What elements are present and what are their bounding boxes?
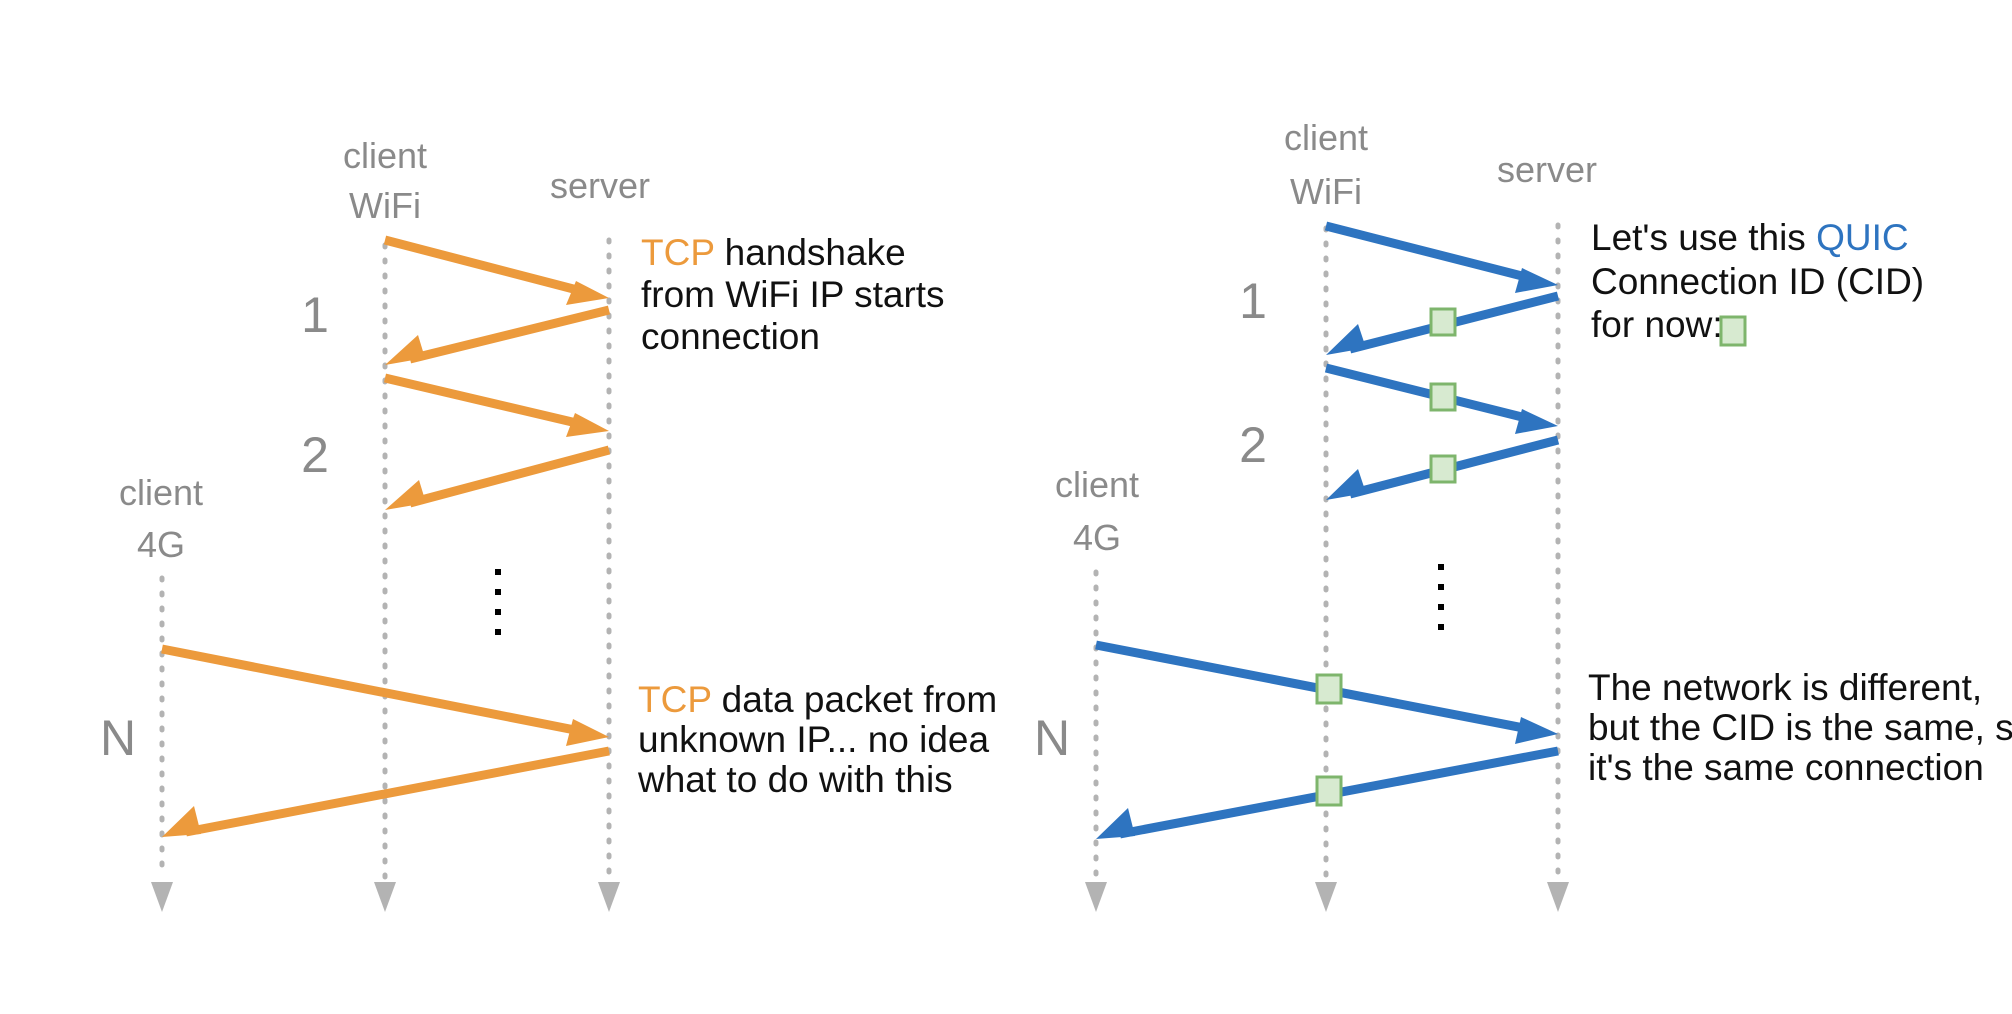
tcp-server-reply-arrow: [162, 746, 610, 837]
quic-cid-note-line-1: Let's use this QUIC: [1591, 217, 1909, 258]
tcp-server-label: server: [550, 165, 650, 206]
quic-4g-arrow: [1095, 640, 1558, 744]
quic-migration-note-line-1: The network is different,: [1588, 667, 1982, 708]
tcp-client-4g-lifeline-end: [151, 882, 173, 912]
tcp-data-note-line-3: what to do with this: [637, 759, 953, 800]
cid-legend-token: [1719, 315, 1747, 347]
quic-step-2: 2: [1239, 417, 1267, 473]
cid-token-1: [1429, 307, 1457, 337]
tcp-panel: client WiFi server client 4G 1 2 N: [100, 135, 997, 912]
tcp-client-4g-label-1: client: [119, 472, 203, 513]
quic-cid-note-line-3: for now:: [1591, 304, 1723, 345]
quic-client-4g-lifeline-end: [1085, 882, 1107, 912]
tcp-client-wifi-label-2: WiFi: [349, 185, 421, 226]
quic-client-wifi-label-2: WiFi: [1290, 171, 1362, 212]
tcp-data-note-line-1: TCP data packet from: [638, 679, 997, 720]
quic-migration-note-line-2: but the CID is the same, so: [1588, 707, 2012, 748]
tcp-handshake-arrow-4: [385, 445, 611, 510]
quic-step-1: 1: [1239, 273, 1267, 329]
cid-token-2: [1429, 382, 1457, 412]
tcp-4g-data-arrow: [161, 644, 609, 746]
tcp-handshake-arrow-1: [383, 235, 609, 305]
quic-cid-note-text: Let's use this: [1591, 217, 1816, 258]
quic-cid-note-line-2: Connection ID (CID): [1591, 261, 1924, 302]
tcp-client-wifi-lifeline-end: [374, 882, 396, 912]
tcp-server-lifeline-end: [598, 882, 620, 912]
tcp-protocol-highlight: TCP: [641, 232, 714, 273]
tcp-protocol-highlight-2: TCP: [638, 679, 711, 720]
quic-protocol-highlight: QUIC: [1816, 217, 1909, 258]
cid-token-4: [1315, 673, 1343, 705]
tcp-handshake-note-line-3: connection: [641, 316, 820, 357]
tcp-client-4g-label-2: 4G: [137, 524, 185, 565]
cid-token-5: [1315, 775, 1343, 807]
quic-panel: client WiFi server client 4G 1 2 N: [1034, 117, 2012, 912]
quic-migration-note-line-3: it's the same connection: [1588, 747, 1984, 788]
quic-client-4g-label-2: 4G: [1073, 517, 1121, 558]
tcp-step-n: N: [100, 710, 136, 766]
tcp-step-2: 2: [301, 427, 329, 483]
quic-client-wifi-lifeline-end: [1315, 882, 1337, 912]
tcp-handshake-note-text: handshake: [714, 232, 905, 273]
tcp-client-wifi-label-1: client: [343, 135, 427, 176]
quic-arrow-1: [1324, 221, 1558, 293]
quic-step-n: N: [1034, 710, 1070, 766]
quic-server-lifeline-end: [1547, 882, 1569, 912]
tcp-data-note-line-2: unknown IP... no idea: [638, 719, 990, 760]
tcp-data-note-text: data packet from: [711, 679, 997, 720]
tcp-handshake-arrow-3: [383, 373, 609, 437]
quic-ellipsis: [1438, 564, 1444, 630]
quic-server-label: server: [1497, 149, 1597, 190]
tcp-handshake-arrow-2: [385, 305, 611, 365]
tcp-ellipsis: [495, 569, 501, 635]
tcp-handshake-note-line-2: from WiFi IP starts: [641, 274, 945, 315]
tcp-handshake-note-line-1: TCP handshake: [641, 232, 906, 273]
quic-client-wifi-label-1: client: [1284, 117, 1368, 158]
cid-token-3: [1429, 454, 1457, 484]
quic-client-4g-label-1: client: [1055, 464, 1139, 505]
tcp-step-1: 1: [301, 287, 329, 343]
